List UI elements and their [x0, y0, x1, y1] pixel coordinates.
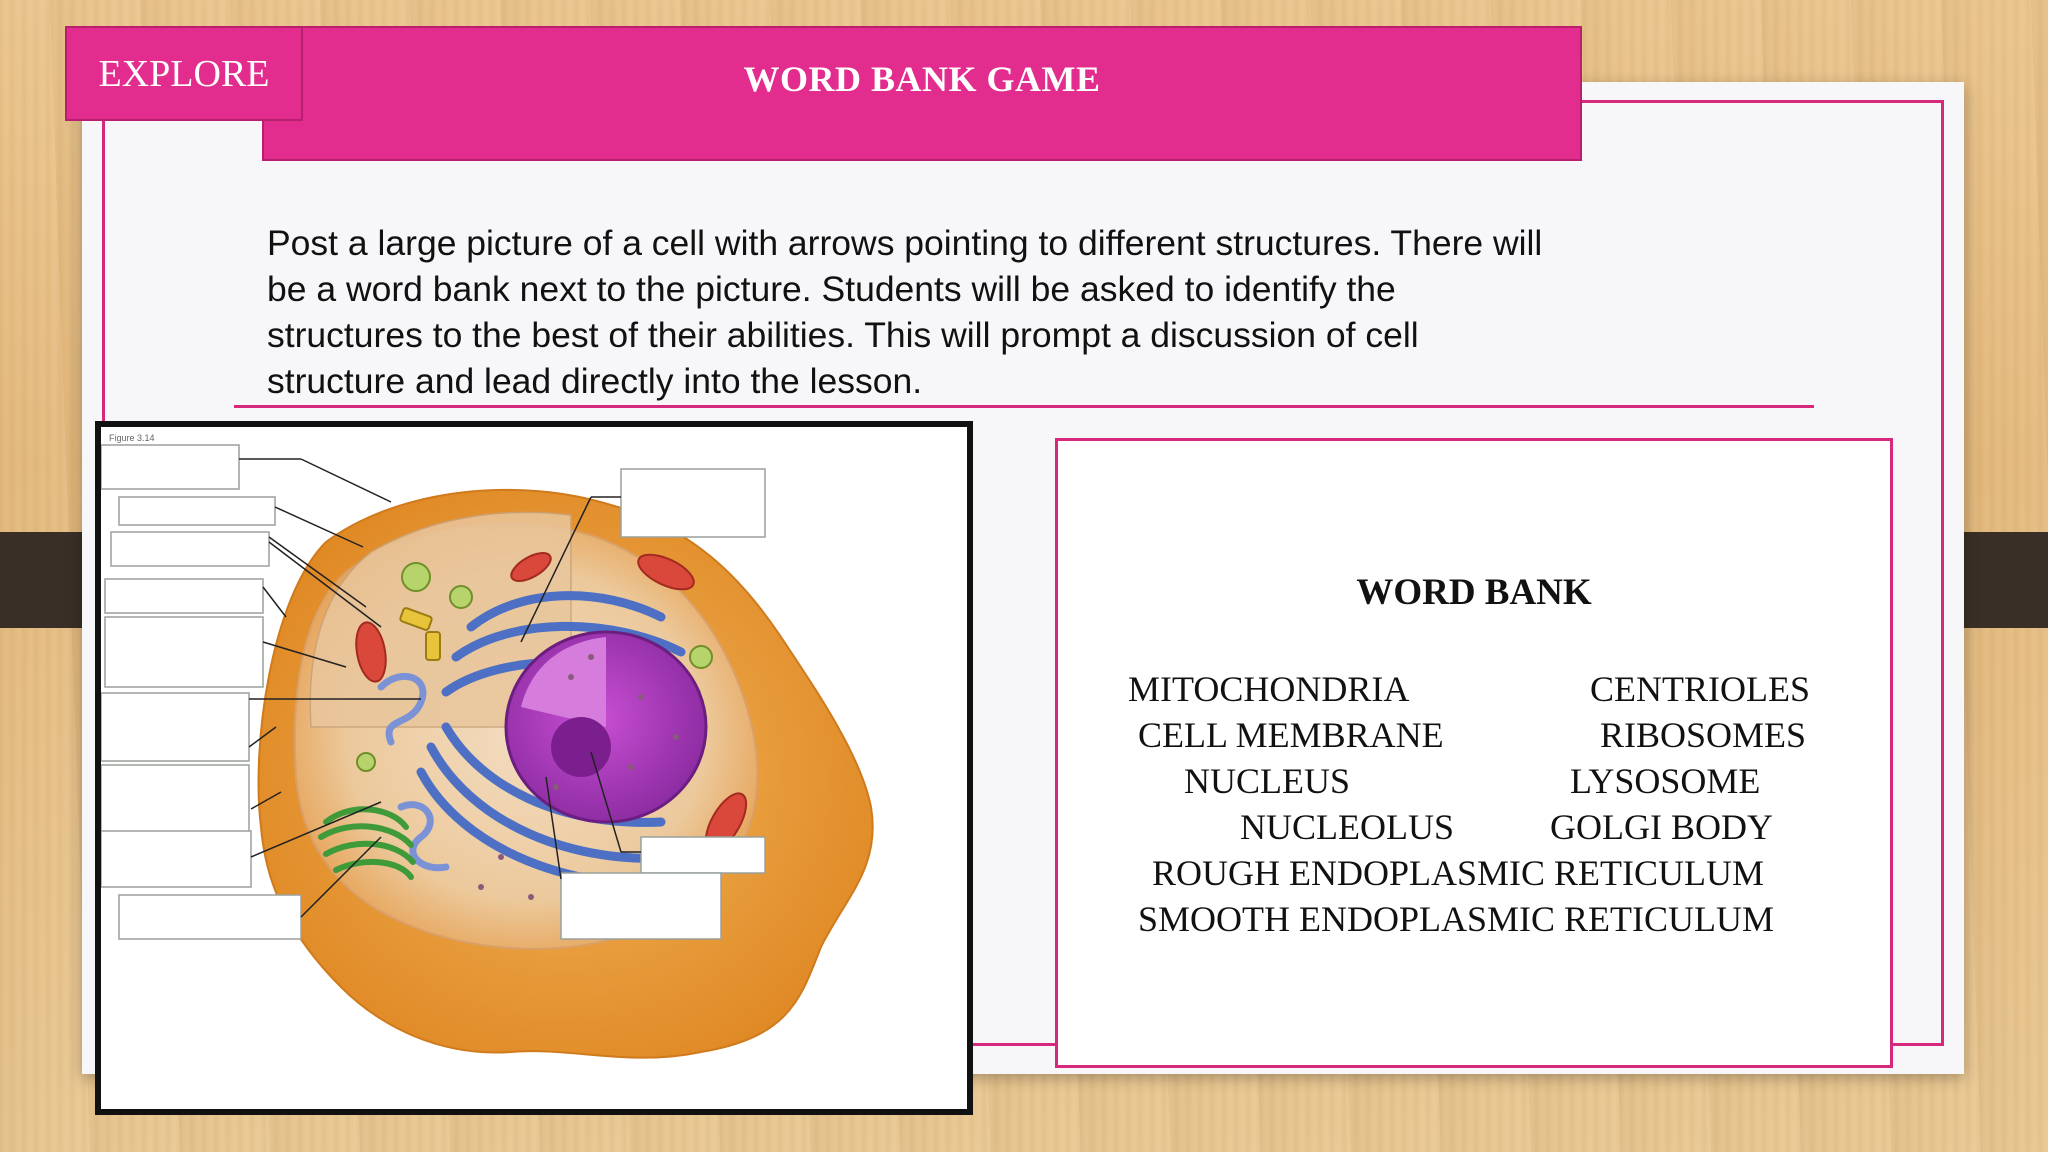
slide-title: WORD BANK GAME [743, 58, 1101, 99]
explore-label: EXPLORE [98, 52, 270, 95]
word-bank-item: NUCLEUS [1184, 761, 1351, 801]
word-bank-item: CENTRIOLES [1590, 669, 1810, 709]
word-bank-item: ROUGH ENDOPLASMIC RETICULUM [1152, 853, 1765, 893]
cell-diagram: Figure 3.14 [95, 421, 973, 1115]
centrioles [399, 607, 441, 661]
nucleolus [551, 717, 611, 777]
title-banner: WORD BANK GAME [262, 26, 1582, 161]
word-bank-item: GOLGI BODY [1550, 807, 1773, 847]
explore-tab: EXPLORE [65, 26, 303, 121]
word-bank-item: LYSOSOME [1570, 761, 1761, 801]
smooth-er [377, 672, 450, 872]
nucleus-cutaway [521, 637, 606, 727]
instructions-line: Post a large picture of a cell with arro… [267, 223, 1543, 263]
divider-line [234, 405, 1814, 408]
word-bank-title: WORD BANK [1356, 572, 1592, 613]
ribosomes [478, 654, 679, 900]
leader-lines [239, 458, 641, 918]
word-bank-item: MITOCHONDRIA [1128, 669, 1410, 709]
word-bank-item: SMOOTH ENDOPLASMIC RETICULUM [1138, 899, 1775, 939]
instructions-line: structures to the best of their abilitie… [267, 315, 1419, 355]
figure-label: Figure 3.14 [109, 433, 155, 443]
instructions-line: be a word bank next to the picture. Stud… [267, 269, 1396, 309]
instructions-text: Post a large picture of a cell with arro… [267, 220, 1687, 404]
instructions-line: structure and lead directly into the les… [267, 361, 923, 401]
cell-illustration: Figure 3.14 [101, 433, 874, 1059]
word-bank-panel: WORD BANK MITOCHONDRIA CENTRIOLES CELL M… [1055, 438, 1893, 1068]
label-boxes [101, 444, 766, 940]
word-bank-item: NUCLEOLUS [1240, 807, 1454, 847]
word-bank-item: RIBOSOMES [1600, 715, 1807, 755]
word-bank-item: CELL MEMBRANE [1138, 715, 1444, 755]
